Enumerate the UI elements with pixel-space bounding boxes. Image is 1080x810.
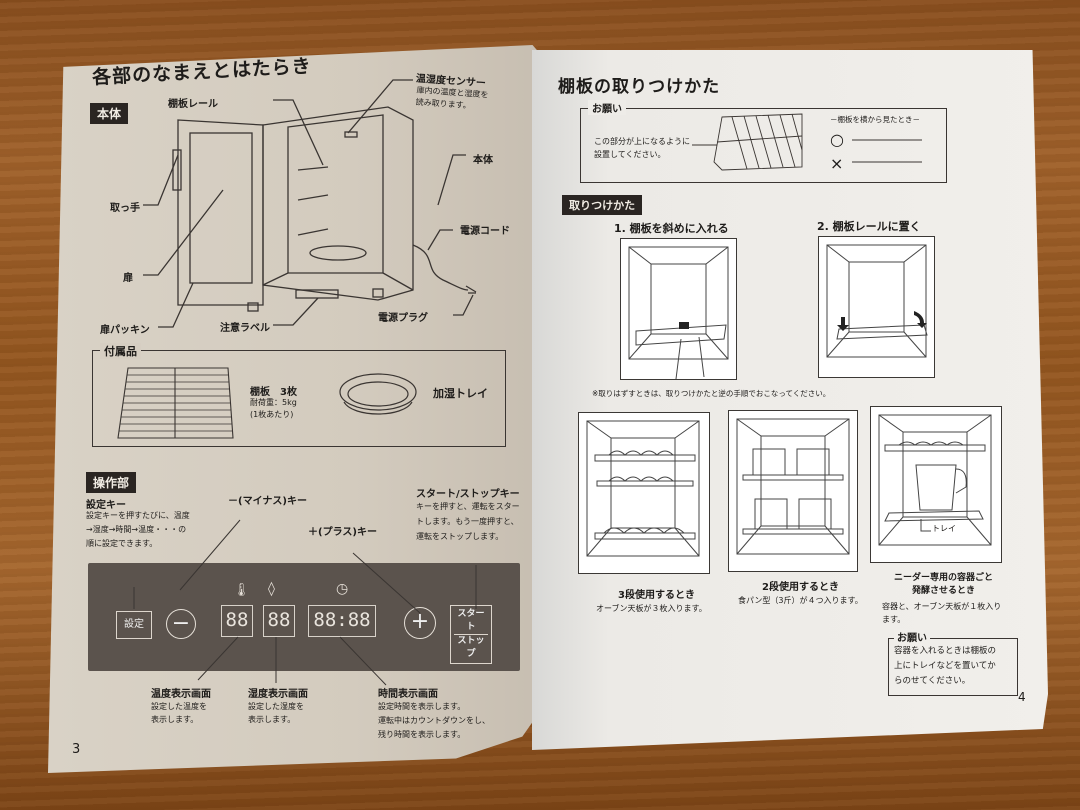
page-number: 3 (72, 742, 81, 757)
three-tier-illustration (578, 412, 710, 574)
temp-display-title: 温度表示画面 (151, 689, 211, 700)
page-number: 4 (1018, 690, 1026, 704)
kneader-illustration (870, 406, 1002, 563)
temperature-display: 88 (221, 605, 253, 637)
two-tier-description: 食パン型（3斤）が４つ入ります。 (738, 596, 863, 605)
request-2-text: 容器を入れるときは棚板の 上にトレイなどを置いてか らのせてください。 (894, 646, 997, 686)
three-tier-description: オーブン天板が３枚入ります。 (596, 604, 707, 613)
request-box-2 (888, 638, 1018, 696)
side-view-title: －棚板を横から見たとき－ (830, 115, 920, 124)
shelf-quantity: 棚板 3枚 (250, 387, 297, 398)
thermometer-icon: 🌡 (233, 583, 250, 598)
shelf-load-info: 耐荷重：5kg (1枚あたり) (250, 398, 297, 419)
minus-button[interactable]: − (166, 609, 196, 639)
time-display-title: 時間表示画面 (378, 689, 438, 700)
plus-key-title: ＋(プラス)キー (308, 527, 377, 538)
request-title: お願い (588, 100, 626, 115)
two-tier-title: 2段使用するとき (762, 582, 839, 593)
section-tag-body: 本体 (90, 103, 129, 124)
tray-label: 加湿トレイ (433, 387, 488, 400)
ok-mark-icon: ○ (830, 130, 844, 149)
temp-display-description: 設定した温度を 表示します。 (151, 702, 207, 724)
humidity-display: 88 (263, 605, 295, 637)
humid-display-description: 設定した湿度を 表示します。 (248, 702, 304, 724)
step-2-illustration (818, 236, 935, 378)
label-power-cord: 電源コード (460, 226, 510, 237)
request-box (580, 108, 947, 183)
appliance-illustration (143, 79, 477, 328)
section-tag-install: 取りつけかた (562, 195, 643, 215)
label-door: 扉 (123, 273, 133, 284)
label-caution-label: 注意ラベル (220, 323, 270, 334)
label-door-gasket: 扉パッキン (100, 325, 150, 336)
start-stop-button[interactable]: スタート ストップ (450, 605, 492, 664)
request-2-title: お願い (894, 629, 930, 644)
clock-icon: ◷ (336, 581, 349, 597)
manual-page-right: 棚板の取りつけかた お願い この部分が上になるように 設置してください。 －棚板… (532, 50, 1048, 750)
tray-label: トレイ (932, 524, 956, 533)
page-title: 棚板の取りつけかた (558, 77, 721, 97)
humidifier-tray-illustration (339, 373, 417, 415)
section-tag-controls: 操作部 (86, 472, 137, 493)
label-power-plug: 電源プラグ (378, 313, 428, 324)
side-view-lines (852, 139, 922, 163)
humid-display-title: 湿度表示画面 (248, 689, 308, 700)
sensor-description: 庫内の温度と湿度を 読み取ります。 (415, 85, 489, 111)
label-handle: 取っ手 (110, 203, 140, 214)
start-stop-description: キーを押すと、運転をスター トします。もう一度押すと、 運転をストップします。 (416, 502, 520, 541)
three-tier-title: 3段使用するとき (618, 590, 695, 601)
step-1-title: 1. 棚板を斜めに入れる (614, 222, 729, 235)
kneader-description: 容器と、オーブン天板が１枚入り ます。 (882, 602, 1002, 624)
label-shelf-rail: 棚板レール (168, 99, 218, 110)
control-leader-lines (133, 519, 477, 686)
removal-note: ※取りはずすときは、取りつけかたと逆の手順でおこなってください。 (592, 389, 831, 398)
two-tier-illustration (728, 410, 858, 572)
set-button[interactable]: 設定 (116, 611, 152, 639)
accessories-box (92, 350, 506, 447)
accessories-title: 付属品 (100, 343, 141, 359)
start-stop-key-title: スタート/ストップキー (416, 489, 520, 500)
droplet-icon: ◊ (268, 581, 275, 597)
time-display: 88:88 (308, 605, 376, 637)
request-text: この部分が上になるように 設置してください。 (594, 137, 690, 159)
step-2-title: 2. 棚板レールに置く (817, 220, 921, 233)
plus-button[interactable]: + (404, 607, 436, 639)
control-panel: 設定 − 🌡 ◊ ◷ 88 88 88:88 + スタート ストップ (88, 563, 520, 671)
set-key-title: 設定キー (86, 500, 126, 511)
shelf-top-view-illustration (692, 113, 803, 171)
time-display-description: 設定時間を表示します。 運転中はカウントダウンをし、 残り時間を表示します。 (378, 702, 490, 739)
minus-key-title: －(マイナス)キー (228, 496, 307, 507)
label-main-body: 本体 (473, 155, 493, 166)
ng-mark-icon: × (830, 154, 844, 173)
shelf-rack-illustration (117, 367, 234, 439)
manual-page-left: 各部のなまえとはたらき 本体 (48, 45, 558, 773)
kneader-title: ニーダー専用の容器ごと 発酵させるとき (894, 573, 994, 596)
set-key-description: 設定キーを押すたびに、温度 →湿度→時間→温度・・・の 順に設定できます。 (86, 511, 190, 548)
step-1-illustration (620, 238, 737, 380)
